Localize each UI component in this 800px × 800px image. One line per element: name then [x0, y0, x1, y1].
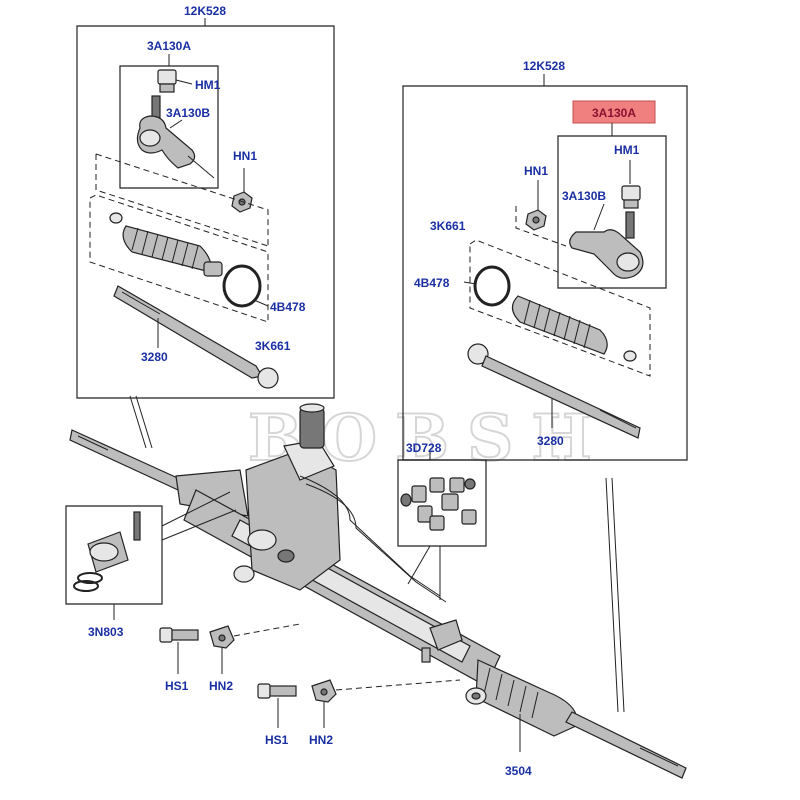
left-steering-boot — [109, 212, 223, 277]
label-left-clip: 4B478 — [270, 300, 306, 314]
right-inner-tie-rod — [467, 343, 641, 439]
steering-rack — [69, 403, 687, 779]
label-bracket-2: HN2 — [309, 733, 333, 747]
right-tie-rod-end-frame — [557, 135, 667, 289]
label-right-boot-kit: 3K661 — [430, 219, 466, 233]
right-assembly-frame — [402, 85, 688, 461]
mount-kit-group — [65, 505, 163, 620]
left-dashed-frame-upper — [95, 153, 269, 246]
right-explode-line-b — [611, 477, 625, 713]
label-right-assembly: 12K528 — [523, 59, 565, 73]
left-3a130b-leader — [169, 119, 183, 129]
right-assembly-group — [402, 74, 688, 461]
bolt-2 — [257, 683, 297, 699]
label-right-hn1: HN1 — [524, 164, 548, 178]
bolt-1-dashed-path — [233, 623, 301, 637]
right-castle-nut — [621, 185, 641, 209]
label-right-inner-rod: 3280 — [537, 434, 564, 448]
mount-kit-frame — [65, 505, 163, 605]
bolt-2-dashed-path — [335, 679, 461, 691]
label-right-hm1: HM1 — [614, 143, 640, 157]
label-left-boot-kit: 3K661 — [255, 339, 291, 353]
left-inner-tie-rod — [113, 285, 279, 389]
mount-kit-explode-b — [161, 509, 237, 541]
label-right-ball-joint: 3A130B — [562, 189, 606, 203]
label-seal-kit: 3D728 — [406, 441, 442, 455]
label-left-assembly: 12K528 — [184, 4, 226, 18]
label-left-inner-rod: 3280 — [141, 350, 168, 364]
label-mount-kit: 3N803 — [88, 625, 124, 639]
right-3a130b-leader — [593, 203, 605, 231]
right-clip-leader — [463, 281, 477, 285]
label-bolt-1: HS1 — [165, 679, 189, 693]
right-tie-rod-end-highlight — [572, 100, 656, 124]
mount-kit-explode-a — [161, 491, 231, 527]
left-ball-leader — [187, 155, 215, 179]
seal-kit-frame — [397, 459, 487, 547]
bracket-1 — [209, 625, 235, 649]
right-explode-line-a — [605, 477, 619, 713]
label-right-tie-rod-end: 3A130A — [592, 106, 636, 120]
right-steering-boot — [511, 295, 637, 362]
right-hn1-nut — [525, 209, 547, 231]
right-boot-kit-frame — [469, 239, 651, 377]
right-ball-stud — [625, 211, 635, 239]
left-explode-line-b — [135, 395, 153, 449]
left-tie-rod-end-frame — [119, 65, 219, 189]
label-left-hm1: HM1 — [195, 78, 221, 92]
label-left-tie-rod-end: 3A130A — [147, 39, 191, 53]
label-bolt-2: HS1 — [265, 733, 289, 747]
label-steering-rack: 3504 — [505, 764, 532, 778]
label-left-hn1: HN1 — [233, 149, 257, 163]
left-boot-clip — [222, 264, 262, 308]
left-clip-leader — [253, 299, 269, 307]
left-boot-kit-frame — [89, 194, 269, 323]
label-left-ball-joint: 3A130B — [166, 106, 210, 120]
left-dashed-frame-lower — [95, 154, 269, 247]
bolt-1 — [159, 627, 199, 643]
left-castle-nut — [157, 69, 177, 93]
left-assembly-frame — [76, 25, 335, 399]
right-dashed-frame-a — [515, 206, 567, 247]
left-explode-line-a — [129, 395, 147, 449]
label-right-clip: 4B478 — [414, 276, 450, 290]
left-tie-rod-end-body — [136, 115, 196, 169]
right-boot-clip — [473, 265, 511, 307]
left-hm1-leader — [175, 79, 193, 85]
seal-kit-group — [397, 452, 487, 547]
bracket-2 — [311, 679, 337, 703]
left-assembly-group — [76, 18, 335, 399]
label-bracket-1: HN2 — [209, 679, 233, 693]
